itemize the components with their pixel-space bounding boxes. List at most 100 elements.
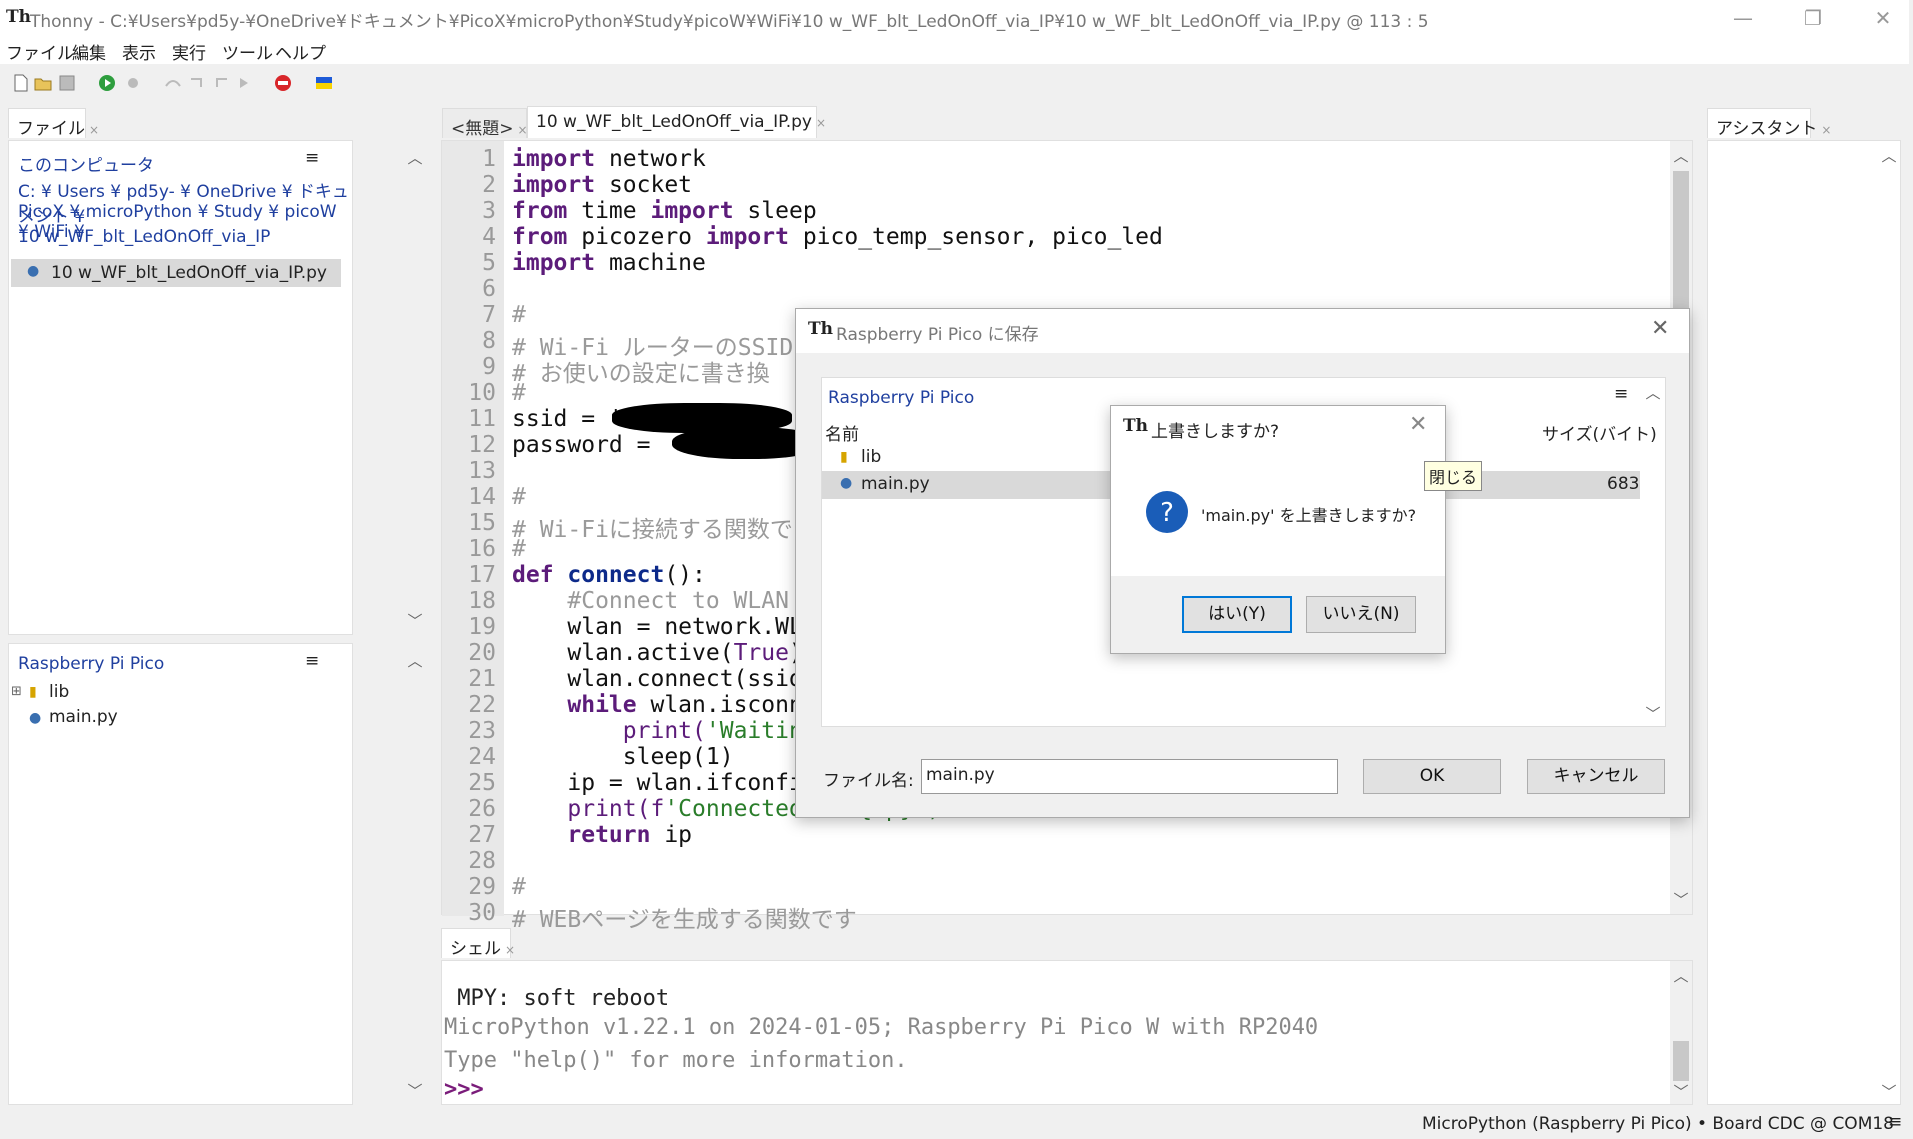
list-item-lib[interactable]: lib [861,447,882,467]
path-line[interactable]: 10 w_WF_blt_LedOnOff_via_IP [18,227,271,247]
computer-title[interactable]: このコンピュータ [18,156,154,176]
step-into-icon[interactable] [188,74,206,92]
code-line: wlan.connect(ssid, [512,666,817,692]
menu-file[interactable]: ファイル [6,44,74,64]
shell-prompt[interactable]: >>> [444,1077,484,1102]
filename-field[interactable]: main.py [921,759,1338,794]
tab-assistant[interactable]: アシスタント× [1707,108,1831,139]
line-number: 4 [482,224,496,250]
column-size-header[interactable]: サイズ(バイト) [1542,425,1657,445]
status-menu-icon[interactable]: ≡ [1888,1112,1903,1132]
shell-panel[interactable]: MPY: soft reboot MicroPython v1.22.1 on … [441,960,1693,1105]
menu-view[interactable]: 表示 [122,44,156,64]
code-line: sleep(1) [512,744,734,770]
line-number: 10 [468,380,496,406]
code-line: from time import sleep [512,198,817,224]
scroll-up-icon[interactable]: ︿ [1673,147,1689,165]
line-number: 5 [482,250,496,276]
close-window-button[interactable]: ✕ [1874,6,1892,30]
line-number: 3 [482,198,496,224]
line-number: 13 [468,458,496,484]
shell-scrollbar[interactable] [1670,961,1692,1104]
file-name: 10 w_WF_blt_LedOnOff_via_IP.py [51,263,327,283]
close-icon[interactable]: ✕ [1651,316,1670,341]
tree-item-lib[interactable]: lib [49,682,70,702]
path-line[interactable]: PicoX ¥ microPython ¥ Study ¥ picoW ¥ Wi… [18,202,337,242]
tab-shell[interactable]: シェル× [441,928,515,959]
no-button[interactable]: いいえ(N) [1306,596,1416,633]
new-file-icon[interactable] [12,74,30,92]
pane-menu-icon[interactable]: ≡ [305,148,320,168]
code-line: ssid = ' [512,406,623,432]
scroll-down-icon[interactable]: ﹀ [1673,891,1689,909]
code-line: # [512,484,526,510]
expand-icon[interactable]: ⊞ [11,684,22,699]
tab-current-file[interactable]: 10 w_WF_blt_LedOnOff_via_IP.py× [527,106,826,138]
open-folder-icon[interactable] [34,74,52,92]
line-number: 7 [482,302,496,328]
list-item-selected[interactable]: ● 10 w_WF_blt_LedOnOff_via_IP.py [11,259,341,287]
menu-help[interactable]: ヘルプ [275,44,326,64]
scroll-down-icon[interactable]: ﹀ [407,1082,423,1100]
tab-untitled[interactable]: <無題>× [442,108,528,139]
question-icon: ? [1146,491,1188,533]
stop-icon[interactable] [274,74,292,92]
scroll-up-icon[interactable]: ︿ [407,149,423,167]
line-number: 21 [468,666,496,692]
yes-button[interactable]: はい(Y) [1182,596,1292,633]
shell-line: Type "help()" for more information. [444,1048,908,1073]
line-number: 28 [468,848,496,874]
path-line[interactable]: C: ¥ Users ¥ pd5y- ¥ OneDrive ¥ ドキュメント ¥ [18,182,349,227]
code-line: wlan = network.WLA [512,614,817,640]
code-line: # [512,380,526,406]
code-line: wlan.active(True) [512,640,802,666]
pane-menu-icon[interactable]: ≡ [305,651,320,671]
run-icon[interactable] [98,74,116,92]
scrollbar-thumb[interactable] [1673,1041,1689,1081]
scroll-down-icon[interactable]: ﹀ [1645,705,1661,723]
line-number: 22 [468,692,496,718]
menu-edit[interactable]: 編集 [72,44,106,64]
minimize-button[interactable]: — [1733,6,1753,30]
restore-button[interactable]: ❐ [1804,6,1822,30]
scroll-up-icon[interactable]: ︿ [407,652,423,670]
svg-text:?: ? [1160,498,1174,528]
python-file-icon: ● [840,475,853,491]
scroll-up-icon[interactable]: ︿ [1645,384,1661,402]
scroll-down-icon[interactable]: ﹀ [1673,1083,1689,1101]
status-bar-text[interactable]: MicroPython (Raspberry Pi Pico) • Board … [1422,1114,1894,1134]
code-area[interactable]: import network import socket from time i… [512,141,1662,933]
line-number: 1 [482,146,496,172]
scroll-up-icon[interactable]: ︿ [1673,967,1689,985]
thonny-logo-icon: Th [6,7,32,27]
scroll-down-icon[interactable]: ﹀ [407,612,423,630]
ok-button[interactable]: OK [1363,759,1501,794]
tree-item-main[interactable]: main.py [49,707,118,727]
resume-icon[interactable] [236,74,254,92]
step-out-icon[interactable] [212,74,230,92]
pico-title[interactable]: Raspberry Pi Pico [18,654,165,674]
list-item-main: main.py [861,474,930,494]
line-number: 14 [468,484,496,510]
close-icon[interactable]: ✕ [1409,412,1428,437]
menu-tools[interactable]: ツール [222,44,273,64]
menu-run[interactable]: 実行 [172,44,206,64]
line-number: 24 [468,744,496,770]
ukraine-flag-icon[interactable] [315,74,333,92]
location-title[interactable]: Raspberry Pi Pico [828,388,975,408]
file-size: 683 [1607,474,1640,494]
close-tooltip: 閉じる [1424,461,1483,491]
line-number: 25 [468,770,496,796]
code-line: return ip [567,822,693,848]
scroll-up-icon[interactable]: ︿ [1881,147,1897,165]
cancel-button[interactable]: キャンセル [1527,759,1665,794]
tab-files[interactable]: ファイル× [8,108,99,139]
scroll-down-icon[interactable]: ﹀ [1881,1083,1897,1101]
save-icon[interactable] [58,74,76,92]
pane-menu-icon[interactable]: ≡ [1614,384,1629,404]
debug-icon[interactable] [124,74,142,92]
step-over-icon[interactable] [164,74,182,92]
column-name-header[interactable]: 名前 [825,425,859,445]
line-number: 11 [468,406,496,432]
scrollbar-thumb[interactable] [1673,171,1689,321]
